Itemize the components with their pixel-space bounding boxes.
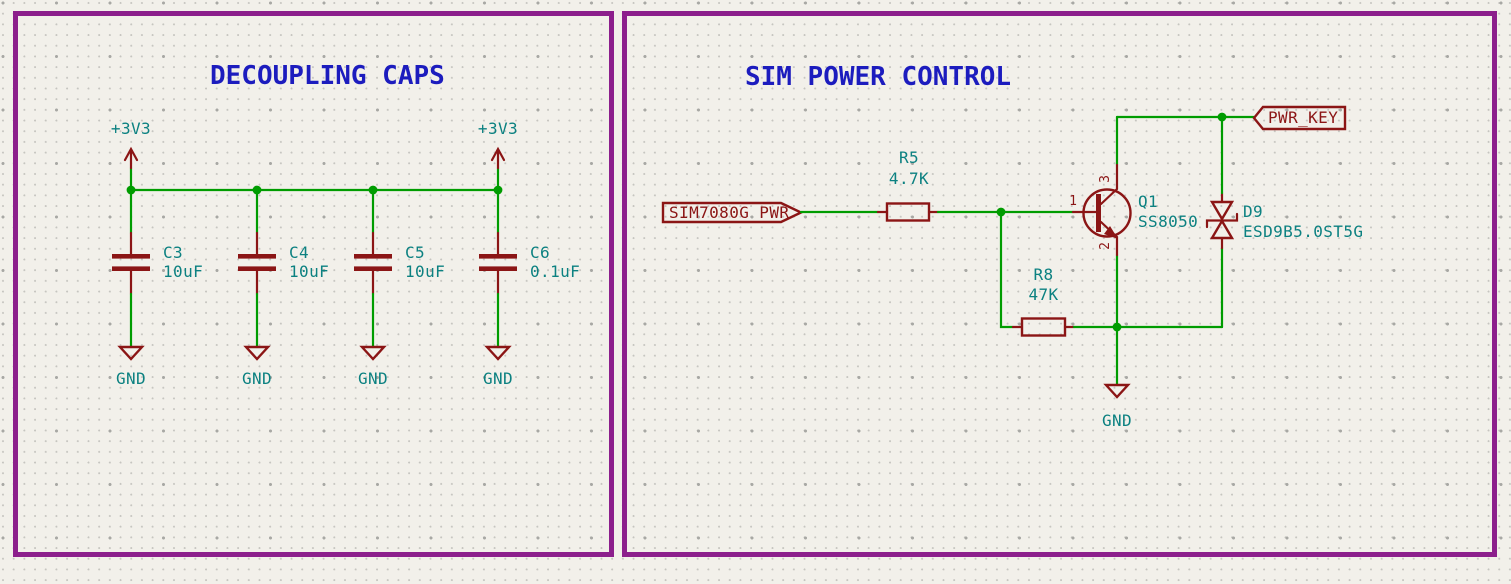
r5-ref: R5 bbox=[898, 148, 920, 167]
left-sheet-title: DECOUPLING CAPS bbox=[210, 61, 445, 91]
r8-resistor-symbol[interactable] bbox=[1011, 317, 1076, 337]
c6-value: 0.1uF bbox=[530, 262, 581, 281]
gnd-symbol[interactable] bbox=[243, 345, 271, 361]
c4-value: 10uF bbox=[289, 262, 330, 281]
sim-power-control-sheet-border bbox=[622, 11, 1497, 557]
power-3v3-symbol-2[interactable] bbox=[490, 146, 506, 192]
r5-value: 4.7K bbox=[888, 169, 930, 188]
decoupling-caps-sheet-border bbox=[13, 11, 614, 557]
r8-ref: R8 bbox=[1033, 265, 1054, 284]
c5-ref: C5 bbox=[405, 243, 426, 262]
c4-capacitor-symbol[interactable] bbox=[238, 188, 276, 349]
gnd-label: GND bbox=[482, 369, 514, 388]
c6-capacitor-symbol[interactable] bbox=[479, 188, 517, 349]
net-label-pwr-key: PWR_KEY bbox=[1268, 108, 1339, 127]
q1-pin-number-collector: 3 bbox=[1098, 175, 1113, 183]
c3-ref: C3 bbox=[163, 243, 184, 262]
r5-resistor-symbol[interactable] bbox=[876, 202, 940, 222]
q1-pin-number-base: 1 bbox=[1069, 194, 1077, 209]
q1-pin-number-emitter: 2 bbox=[1098, 242, 1113, 250]
q1-ref: Q1 bbox=[1138, 192, 1159, 211]
gnd-label: GND bbox=[115, 369, 147, 388]
wire[interactable] bbox=[999, 210, 1015, 329]
c6-ref: C6 bbox=[530, 243, 551, 262]
power-label-3v3: +3V3 bbox=[110, 119, 152, 138]
gnd-label: GND bbox=[241, 369, 273, 388]
net-label-sim7080g-pwr: SIM7080G_PWR bbox=[669, 203, 790, 222]
c3-capacitor-symbol[interactable] bbox=[112, 188, 150, 349]
d9-tvs-diode-symbol[interactable] bbox=[1205, 191, 1239, 250]
pwr-key-label-outline[interactable] bbox=[1252, 105, 1347, 131]
r8-value: 47K bbox=[1028, 285, 1059, 304]
c5-capacitor-symbol[interactable] bbox=[354, 188, 392, 349]
sim7080g-pwr-label-outline[interactable] bbox=[661, 201, 804, 224]
q1-value: SS8050 bbox=[1138, 212, 1199, 231]
right-sheet-title: SIM POWER CONTROL bbox=[744, 62, 1012, 92]
power-3v3-symbol-1[interactable] bbox=[123, 146, 139, 192]
gnd-symbol[interactable] bbox=[1103, 383, 1131, 399]
d9-value: ESD9B5.0ST5G bbox=[1243, 222, 1364, 241]
gnd-label: GND bbox=[357, 369, 389, 388]
power-label-3v3: +3V3 bbox=[477, 119, 519, 138]
d9-ref: D9 bbox=[1243, 202, 1264, 221]
c5-value: 10uF bbox=[405, 262, 446, 281]
gnd-label: GND bbox=[1101, 411, 1133, 430]
junction-dot[interactable] bbox=[1217, 112, 1227, 122]
q1-transistor-symbol[interactable] bbox=[1071, 163, 1132, 257]
gnd-symbol[interactable] bbox=[359, 345, 387, 361]
gnd-symbol[interactable] bbox=[484, 345, 512, 361]
c3-value: 10uF bbox=[163, 262, 204, 281]
c4-ref: C4 bbox=[289, 243, 310, 262]
gnd-symbol[interactable] bbox=[117, 345, 145, 361]
